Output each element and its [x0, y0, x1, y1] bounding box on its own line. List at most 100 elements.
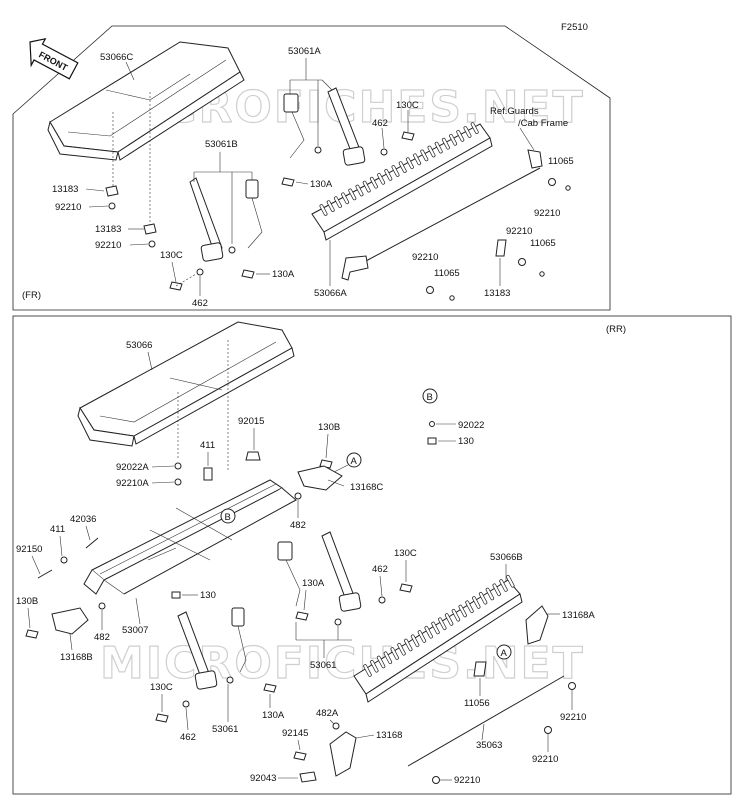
label-35063: 35063	[476, 740, 502, 751]
front-section-label: (FR)	[22, 290, 41, 301]
bolt-92043	[299, 771, 317, 783]
clip-13183-a	[105, 185, 119, 197]
nut-462-b	[196, 268, 204, 276]
washer-92210-c	[548, 178, 556, 186]
louver-slot	[348, 188, 357, 201]
washer-92210-b-rear	[544, 726, 552, 734]
louver-slot	[470, 122, 479, 134]
louver-slot	[404, 638, 413, 652]
louver-slot	[463, 126, 472, 138]
label-53066b: 53066B	[490, 552, 523, 563]
label-92145: 92145	[282, 728, 308, 739]
label-130a-b-rear: 130A	[262, 710, 285, 721]
louver-slot	[444, 613, 454, 626]
front-arrow-icon: FRONT	[29, 37, 79, 80]
label-462-a-rear: 462	[372, 564, 388, 575]
seat-belt-53061a	[283, 87, 366, 166]
louver-slot	[398, 161, 407, 173]
louver-slot	[420, 149, 429, 162]
rear-section-label: (RR)	[606, 324, 626, 335]
clip-13183-b	[143, 223, 157, 235]
nut-462-a	[380, 148, 388, 156]
louver-slot	[390, 647, 399, 660]
louver-slot	[377, 172, 386, 185]
label-130a-a-rear: 130A	[302, 578, 325, 589]
label-92210-c-rear: 92210	[454, 775, 480, 786]
label-53007: 53007	[122, 625, 148, 636]
bracket-13168a	[525, 605, 549, 645]
louver-slot	[434, 141, 443, 154]
label-130c-b: 130C	[160, 250, 183, 261]
rear-section: (RR) 53066 92022A 92210A 411 92015	[12, 315, 732, 795]
louver-slot	[362, 180, 371, 193]
louver-slot	[410, 634, 420, 648]
label-11065-c: 11065	[434, 268, 460, 279]
ref-note-line2: /Cab Frame	[518, 118, 568, 129]
label-11065-a: 11065	[548, 156, 574, 167]
washer-92210-e	[426, 286, 434, 294]
callout-a-lower	[496, 644, 512, 660]
label-92210-e: 92210	[412, 252, 438, 263]
label-92210-b: 92210	[95, 240, 121, 251]
clip-13183-c	[495, 239, 507, 257]
callout-a-upper	[346, 452, 362, 468]
label-92015: 92015	[238, 416, 264, 427]
bolt-92150	[37, 569, 53, 579]
label-13168c: 13168C	[350, 482, 383, 493]
callout-b-frame	[220, 508, 236, 524]
label-53066c: 53066C	[100, 52, 133, 63]
label-53066a: 53066A	[314, 288, 347, 299]
bolt-130a-a-rear	[295, 611, 309, 621]
bracket-13168	[329, 731, 357, 777]
label-53061-b: 53061	[212, 724, 238, 735]
louver-slot	[391, 165, 400, 177]
louver-slot	[499, 579, 508, 592]
washer-92210-b	[148, 240, 156, 248]
washer-92210-a	[108, 202, 116, 210]
label-92210a: 92210A	[116, 478, 149, 489]
bolt-130	[171, 591, 181, 599]
label-462-b-rear: 462	[180, 732, 196, 743]
front-seat-53066c	[47, 41, 245, 161]
label-130c-b-rear: 130C	[150, 682, 173, 693]
louver-slot	[456, 130, 465, 142]
label-92210-a-rear: 92210	[560, 712, 586, 723]
louver-slot	[363, 664, 372, 677]
pin-11065-c	[449, 295, 455, 301]
label-411-b: 411	[200, 440, 215, 451]
bolt-92145	[293, 751, 307, 761]
washer-92210-a-rear	[568, 682, 576, 690]
seat-belt-53061-left	[177, 607, 247, 690]
label-13183-a: 13183	[52, 184, 78, 195]
label-53066: 53066	[126, 340, 152, 351]
label-130a-a: 130A	[310, 179, 333, 190]
label-92210-c: 92210	[534, 208, 560, 219]
label-130c-a: 130C	[396, 100, 419, 111]
bolt-411-a	[60, 556, 68, 564]
bolt-130b-b	[25, 629, 39, 639]
washer-92210-c-rear	[432, 776, 440, 784]
label-92210-b-rear: 92210	[532, 754, 558, 765]
louver-slot	[427, 145, 436, 158]
label-130c-a-rear: 130C	[394, 548, 417, 559]
ref-note-line1: Ref.Guards	[490, 106, 539, 117]
callout-b-frame-label: B	[225, 512, 231, 523]
label-92043: 92043	[250, 773, 276, 784]
pin-11065-a	[565, 185, 571, 191]
louver-slot	[465, 600, 474, 614]
bolt-130c-a-rear	[399, 583, 413, 593]
label-130-legend: 130	[458, 436, 474, 447]
frame-53007	[83, 479, 297, 595]
washer-92210a	[174, 478, 182, 486]
bolt-130a-b-rear	[263, 683, 277, 693]
clip-11056	[473, 661, 487, 677]
panel-53066a	[311, 122, 493, 241]
louver-slot	[319, 204, 328, 216]
louver-slot	[449, 133, 458, 146]
label-482a: 482A	[316, 708, 339, 719]
seat-belt-53061b	[189, 177, 263, 262]
label-53061b: 53061B	[205, 139, 238, 150]
label-53061-a: 53061	[310, 660, 336, 671]
bracket-right-front	[527, 149, 543, 169]
